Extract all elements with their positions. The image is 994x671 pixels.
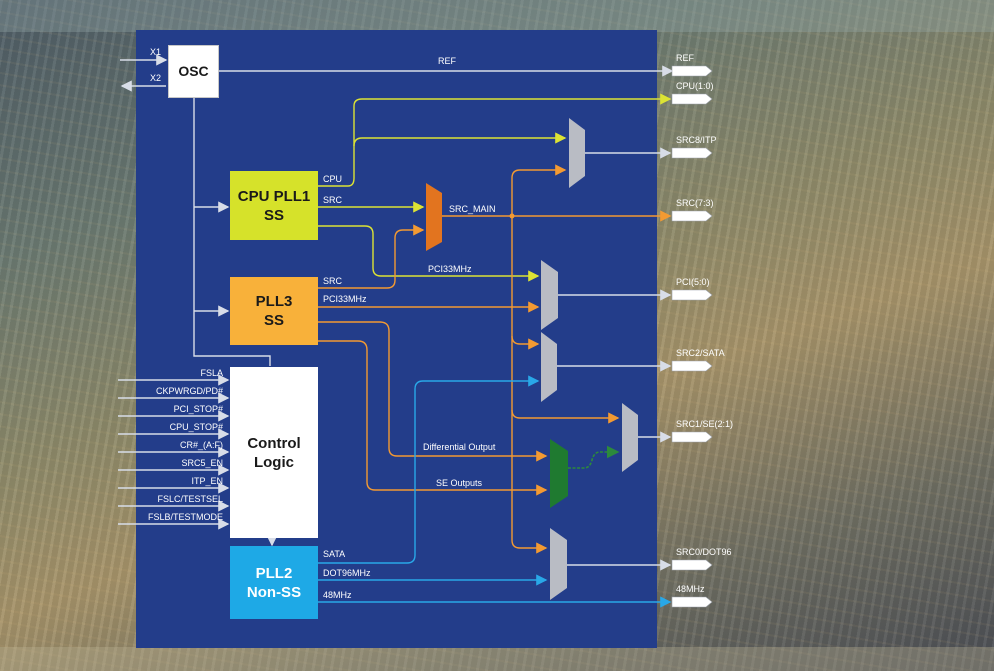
se-outputs-wire xyxy=(318,340,548,496)
src-bus-pci-wire xyxy=(511,335,540,350)
src-signal-label: SRC xyxy=(323,195,343,205)
differential-wire xyxy=(318,321,548,462)
output-label: REF xyxy=(676,53,694,63)
control-input-label: PCI_STOP# xyxy=(173,404,223,414)
background-band-top xyxy=(0,0,994,32)
pll2-block: PLL2 Non-SS xyxy=(230,546,318,619)
output-label: SRC8/ITP xyxy=(676,135,717,145)
output-connectors xyxy=(671,65,713,608)
control-input-label: SRC5_EN xyxy=(181,458,223,468)
control-input-wires xyxy=(118,374,230,530)
control-input-label: FSLA xyxy=(200,368,223,378)
cpu-wire-top xyxy=(318,93,672,187)
output-label: 48MHz xyxy=(676,584,705,594)
pll3-src-label: SRC xyxy=(323,276,343,286)
background-band-bottom xyxy=(0,647,994,671)
mux-pci xyxy=(541,260,558,330)
mux-src0-dot96 xyxy=(550,528,567,600)
output-label: SRC(7:3) xyxy=(676,198,714,208)
output-label: CPU(1:0) xyxy=(676,81,714,91)
control-logic-block: Control Logic xyxy=(230,367,318,538)
sata-label: SATA xyxy=(323,549,346,559)
mux-src-main xyxy=(426,183,442,251)
src-main-label: SRC_MAIN xyxy=(449,204,496,214)
pci33-yellow-wire xyxy=(318,225,540,282)
output-label: SRC2/SATA xyxy=(676,348,725,358)
src-main-bus xyxy=(511,164,567,216)
osc-block: OSC xyxy=(168,45,219,98)
src-bus-src1-wire xyxy=(511,409,620,424)
green-wire xyxy=(568,445,620,469)
control-input-label: CR#_(A:F) xyxy=(179,440,223,450)
output-label: PCI(5:0) xyxy=(676,277,710,287)
control-input-label: CPU_STOP# xyxy=(169,422,223,432)
se-outputs-label: SE Outputs xyxy=(436,478,483,488)
output-label: SRC1/SE(2:1) xyxy=(676,419,734,429)
mhz48-label: 48MHz xyxy=(323,590,352,600)
control-input-label: FSLB/TESTMODE xyxy=(147,512,223,522)
src-main-bus-down xyxy=(511,216,548,554)
sata-wire xyxy=(318,375,540,564)
src-bus-junction xyxy=(509,213,515,219)
cpu-signal-label: CPU xyxy=(323,174,343,184)
control-input-label: FSLC/TESTSEL xyxy=(157,494,223,504)
differential-output-label: Differential Output xyxy=(423,442,496,452)
cpu-wire-mux xyxy=(353,132,567,147)
pll3-pci33-label: PCI33MHz xyxy=(323,294,367,304)
mux-src8-itp xyxy=(569,118,585,188)
cpu-pll1-block: CPU PLL1 SS xyxy=(230,171,318,240)
ref-signal-label: REF xyxy=(438,56,456,66)
osc-bus-wire xyxy=(193,98,271,366)
x1-label: X1 xyxy=(150,47,162,57)
output-label: SRC0/DOT96 xyxy=(676,547,732,557)
pll3-block: PLL3 SS xyxy=(230,277,318,345)
mux-src1-se xyxy=(622,403,638,472)
control-input-label: ITP_EN xyxy=(191,476,223,486)
control-input-label: CKPWRGD/PD# xyxy=(155,386,223,396)
mux-src2-sata xyxy=(541,332,557,402)
dot96-label: DOT96MHz xyxy=(323,568,371,578)
pci33-mid-label: PCI33MHz xyxy=(428,264,472,274)
x2-label: X2 xyxy=(150,73,162,83)
pll3-src-wire xyxy=(318,224,425,289)
mux-se-green xyxy=(550,439,568,508)
